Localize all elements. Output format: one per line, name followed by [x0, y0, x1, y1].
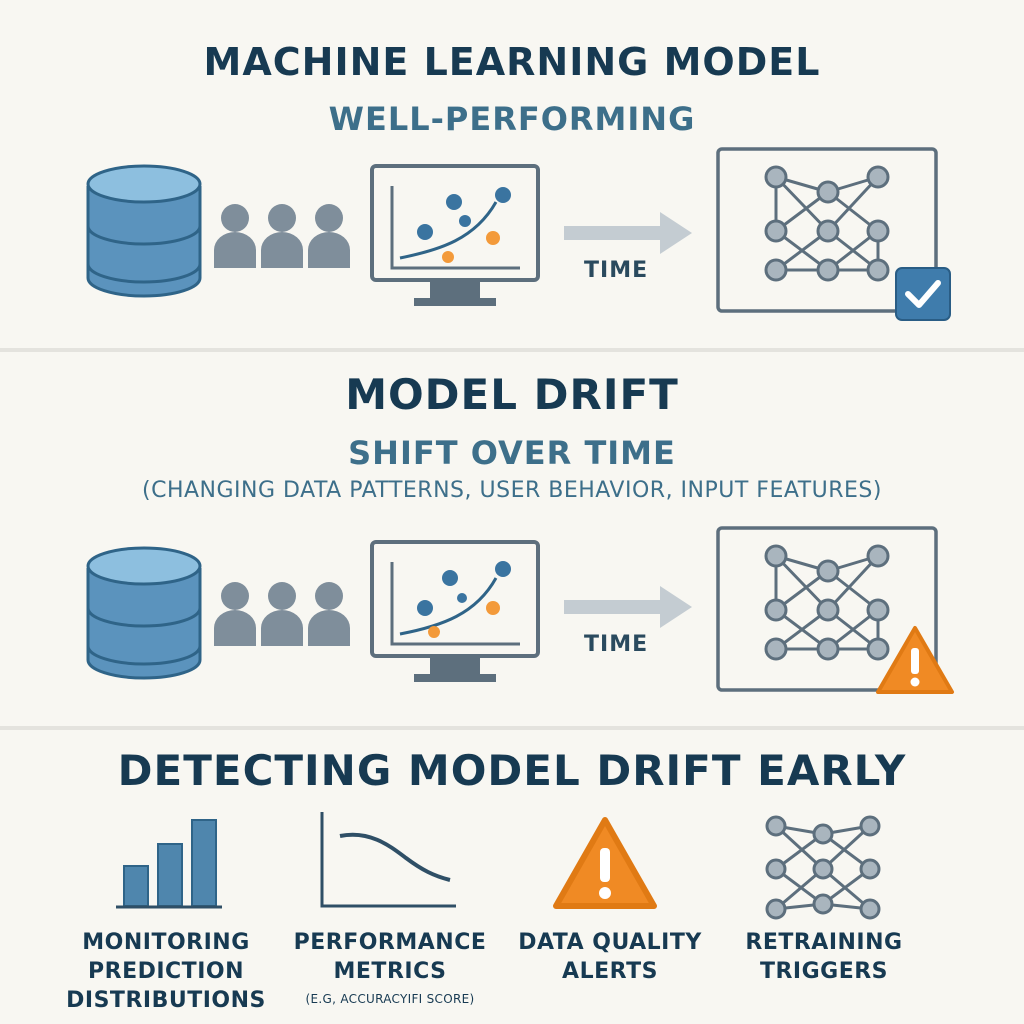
- section-subtitle: WELL-PERFORMING: [328, 100, 696, 138]
- users-icon: [214, 204, 350, 268]
- monitor-scatter-icon: [370, 164, 540, 306]
- section-subtitle: SHIFT OVER TIME: [348, 434, 676, 472]
- users-icon: [214, 582, 350, 646]
- section-title: MODEL DRIFT: [345, 370, 679, 419]
- time-label: TIME: [584, 258, 649, 283]
- caption-performance-metrics: PERFORMANCE METRICS: [293, 930, 487, 984]
- warning-triangle-icon: [876, 626, 954, 694]
- caption-data-quality: DATA QUALITY ALERTS: [518, 930, 702, 984]
- database-icon: [86, 546, 202, 680]
- section-note: (CHANGING DATA PATTERNS, USER BEHAVIOR, …: [142, 478, 882, 503]
- section-divider: [0, 726, 1024, 730]
- caption-performance-sub: (E.G, ACCURACYIFI SCORE): [305, 992, 475, 1006]
- section-divider: [0, 348, 1024, 352]
- time-arrow-icon: [564, 212, 692, 254]
- section-detecting-drift: DETECTING MODEL DRIFT EARLY: [0, 730, 1024, 1024]
- caption-monitoring: MONITORING PREDICTION DISTRIBUTIONS: [66, 930, 266, 1013]
- neural-network-icon: [765, 815, 881, 920]
- database-icon: [86, 164, 202, 298]
- section-title: DETECTING MODEL DRIFT EARLY: [117, 746, 907, 795]
- monitor-scatter-icon: [370, 540, 540, 682]
- time-arrow-icon: [564, 586, 692, 628]
- section-model-drift: MODEL DRIFT SHIFT OVER TIME (CHANGING DA…: [0, 352, 1024, 726]
- caption-retraining: RETRAINING TRIGGERS: [745, 930, 903, 984]
- checkmark-badge-icon: [895, 267, 951, 321]
- time-label: TIME: [584, 632, 649, 657]
- bar-chart-icon: [116, 819, 222, 909]
- neural-network-panel: [716, 526, 938, 692]
- section-well-performing: MACHINE LEARNING MODEL WELL-PERFORMING: [0, 0, 1024, 348]
- warning-triangle-icon: [553, 817, 657, 909]
- section-title: MACHINE LEARNING MODEL: [203, 40, 821, 84]
- neural-network-panel: [716, 147, 938, 313]
- decline-curve-icon: [320, 812, 456, 908]
